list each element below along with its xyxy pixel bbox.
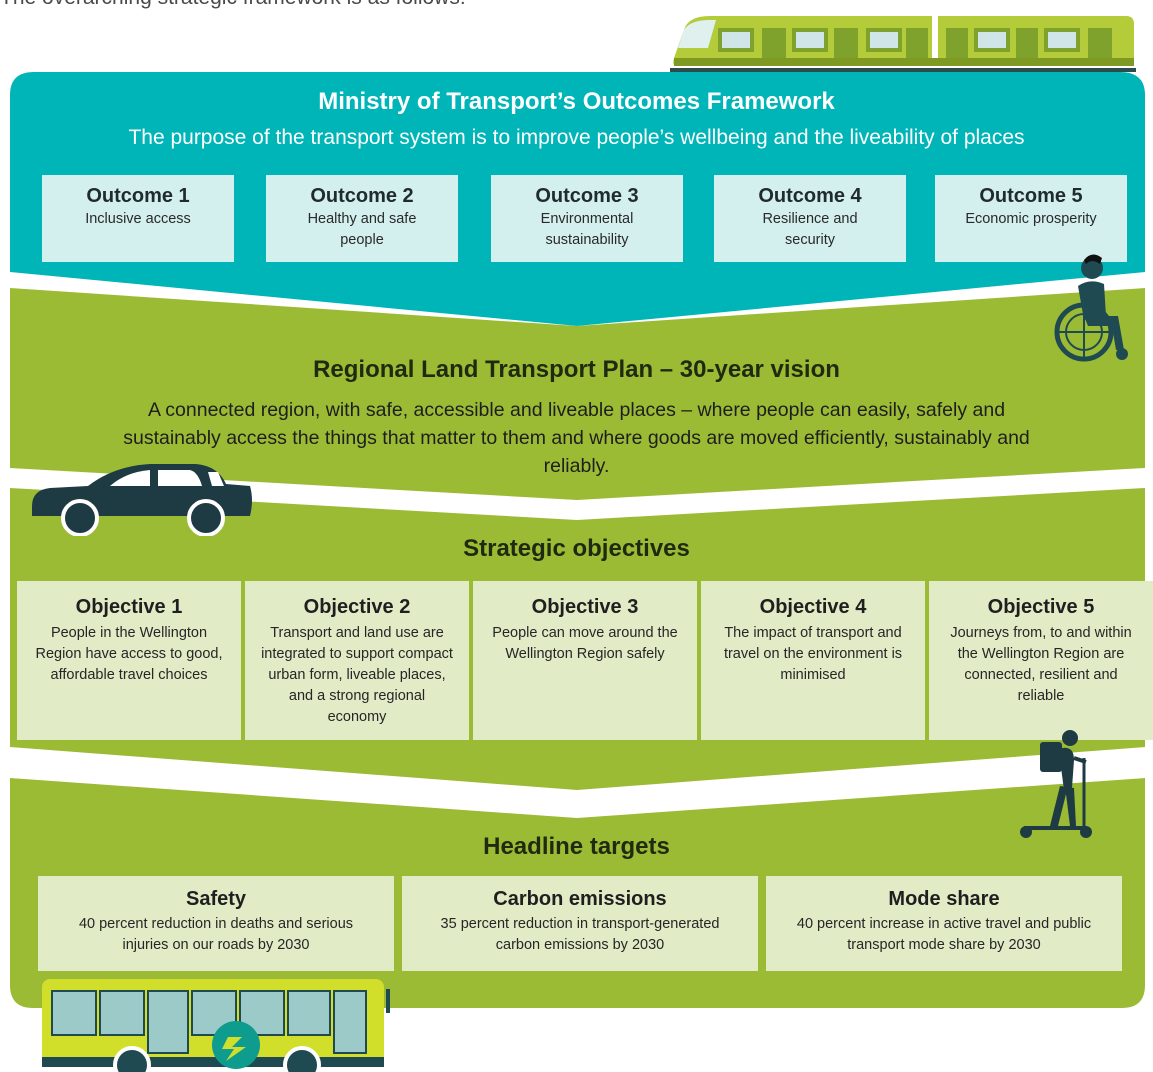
- objective-title: Objective 1: [75, 596, 183, 618]
- outcome-card: Outcome 4 Resilience and security: [714, 175, 906, 262]
- outcome-title: Outcome 2: [310, 185, 414, 207]
- bus-icon: [42, 979, 390, 1072]
- rltp-vision: A connected region, with safe, accessibl…: [123, 399, 1030, 477]
- objective-title: Objective 5: [987, 596, 1095, 618]
- target-desc: 40 percent reduction in deaths and serio…: [78, 916, 354, 953]
- outcome-card: Outcome 1 Inclusive access: [42, 175, 234, 262]
- objective-card: Objective 2 Transport and land use are i…: [245, 581, 469, 740]
- objective-card: Objective 3 People can move around the W…: [473, 581, 697, 740]
- objective-desc: People in the Wellington Region have acc…: [35, 625, 223, 683]
- train-icon: [670, 16, 1136, 72]
- objective-card: Objective 4 The impact of transport and …: [701, 581, 925, 740]
- target-desc: 35 percent reduction in transport-genera…: [440, 916, 720, 953]
- targets-title: Headline targets: [483, 833, 670, 860]
- target-card: Safety 40 percent reduction in deaths an…: [38, 876, 394, 971]
- target-title: Safety: [185, 888, 247, 910]
- wheelchair-user-icon: [1054, 254, 1128, 362]
- strategic-title: Strategic objectives: [463, 535, 690, 562]
- objective-title: Objective 4: [759, 596, 867, 618]
- outcome-desc: Healthy and safe people: [307, 211, 417, 248]
- objective-desc: The impact of transport and travel on th…: [723, 625, 903, 683]
- outcome-title: Outcome 3: [535, 185, 639, 207]
- rltp-band: [10, 288, 1145, 500]
- target-title: Carbon emissions: [493, 888, 667, 910]
- target-title: Mode share: [888, 888, 1000, 910]
- scooter-rider-icon: [1020, 730, 1092, 838]
- target-card: Carbon emissions 35 percent reduction in…: [402, 876, 758, 971]
- mot-purpose: The purpose of the transport system is t…: [128, 126, 1025, 149]
- outcome-card: Outcome 3 Environmental sustainability: [491, 175, 683, 262]
- objective-card: Objective 5 Journeys from, to and within…: [929, 581, 1153, 740]
- car-icon: [32, 464, 252, 536]
- objective-desc: Journeys from, to and within the Welling…: [950, 625, 1132, 704]
- outcome-title: Outcome 1: [86, 185, 190, 207]
- outcome-card: Outcome 5 Economic prosperity: [935, 175, 1127, 262]
- outcome-desc: Economic prosperity: [965, 211, 1097, 227]
- outcome-desc: Inclusive access: [85, 211, 191, 227]
- objective-desc: People can move around the Wellington Re…: [492, 625, 678, 662]
- outcome-desc: Resilience and security: [762, 211, 858, 248]
- objective-card: Objective 1 People in the Wellington Reg…: [17, 581, 241, 740]
- outcome-title: Outcome 5: [979, 185, 1083, 207]
- mot-title: Ministry of Transport’s Outcomes Framewo…: [318, 88, 835, 115]
- intro-text: The overarching strategic framework is a…: [0, 0, 466, 10]
- objective-desc: Transport and land use are integrated to…: [261, 625, 453, 725]
- outcome-desc: Environmental sustainability: [540, 211, 634, 248]
- outcome-card: Outcome 2 Healthy and safe people: [266, 175, 458, 262]
- rltp-title: Regional Land Transport Plan – 30-year v…: [313, 356, 840, 383]
- objective-title: Objective 2: [303, 596, 411, 618]
- target-card: Mode share 40 percent increase in active…: [766, 876, 1122, 971]
- objective-title: Objective 3: [531, 596, 639, 618]
- outcome-title: Outcome 4: [758, 185, 862, 207]
- target-desc: 40 percent increase in active travel and…: [796, 916, 1092, 953]
